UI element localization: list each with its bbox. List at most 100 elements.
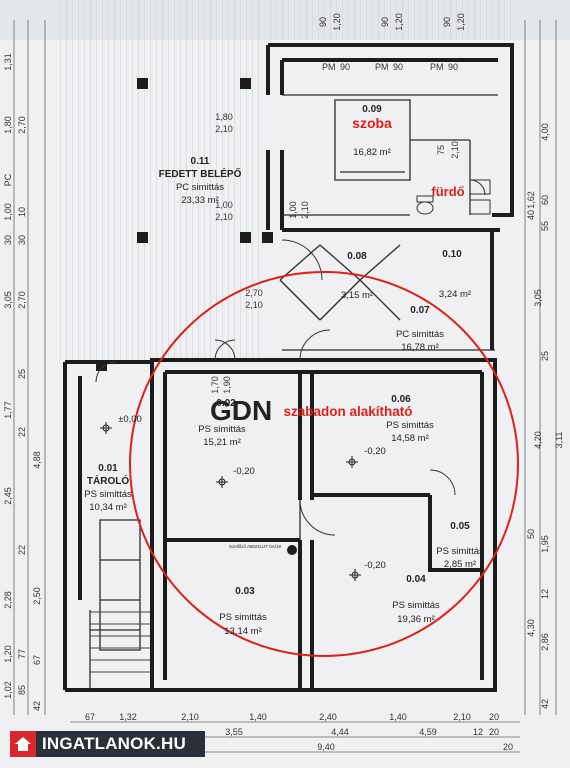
walls	[63, 43, 514, 692]
door-mark-5: 1,00	[215, 200, 233, 210]
room-0-09-area: 16,82 m²	[353, 147, 391, 158]
room-0-01-name: TÁROLÓ	[87, 474, 129, 487]
left-dim: 3,05	[3, 291, 13, 309]
highlight-circle	[129, 271, 519, 657]
window-pm-1: PM	[322, 62, 336, 72]
left-dim: 1,31	[3, 53, 13, 71]
room-0-03-id: 0.03	[235, 586, 255, 597]
right-dim: 55	[540, 221, 550, 231]
left-dimension-lines	[13, 20, 46, 715]
top-dim-1: 90	[318, 17, 328, 27]
left-dim: 25	[17, 369, 27, 379]
room-0-10-area: 3,24 m²	[439, 289, 471, 300]
room-0-05-surface: PS simittás	[436, 546, 484, 557]
right-dim: 4,30	[526, 619, 536, 637]
window-pm-3: PM	[430, 62, 444, 72]
pillars	[96, 78, 273, 371]
room-0-07-surface: PC simittás	[396, 329, 444, 340]
right-dim: 4,20	[533, 431, 543, 449]
bottom-dim: 9,40	[317, 742, 335, 752]
room-0-08-area: 3,15 m²	[341, 290, 373, 301]
room-0-03-area: 13,14 m²	[224, 626, 262, 637]
window-pm-2: PM	[375, 62, 389, 72]
room-0-01-id: 0.01	[98, 463, 118, 474]
room-0-01-level: ±0,00	[118, 414, 142, 425]
bottom-dim: 12	[473, 727, 483, 737]
logo-text: INGATLANOK.HU	[42, 734, 186, 753]
left-dim: 22	[17, 427, 27, 437]
door-mark-12: 2,10	[300, 201, 310, 219]
label-szoba: szoba	[352, 115, 392, 131]
house-icon	[10, 731, 36, 757]
right-dim: 40	[526, 210, 536, 220]
room-0-09-id: 0.09	[362, 104, 382, 115]
top-dim-4: 1,20	[394, 13, 404, 31]
room-0-06-id: 0.06	[391, 394, 411, 405]
right-dim: 3,05	[533, 289, 543, 307]
left-dim: 1,00	[3, 203, 13, 221]
door-mark-6: 2,10	[215, 212, 233, 222]
room-0-11-surface: PC simittás	[176, 182, 224, 193]
label-szabadon: szabadon alakítható	[283, 404, 412, 419]
door-mark-2: 2,10	[215, 124, 233, 134]
room-0-07-area: 16,78 m²	[401, 342, 439, 353]
room-0-05-area: 2,85 m²	[444, 559, 476, 570]
left-dim: 42	[32, 701, 42, 711]
left-dimension-labels: 1,31 1,80 1,00 10 30 3,05 2,70 25 1,77 2…	[3, 53, 42, 711]
right-dim: 50	[526, 529, 536, 539]
watermark: GDN	[210, 395, 272, 426]
room-0-02-id: 0.02	[216, 398, 236, 409]
top-dim-5: 90	[442, 17, 452, 27]
right-dimension-lines	[524, 20, 557, 715]
room-0-11-area: 23,33 m²	[181, 195, 219, 206]
yard-hatch-left	[60, 0, 260, 360]
room-0-04-area: 19,36 m²	[397, 614, 435, 625]
room-0-06-area: 14,58 m²	[391, 433, 429, 444]
door-mark-10: 2,10	[450, 141, 460, 159]
top-dim-6: 1,20	[456, 13, 466, 31]
bottom-dim: 2,10	[181, 712, 199, 722]
window-90-3: 90	[448, 62, 458, 72]
left-dim: 1,77	[3, 401, 13, 419]
site-logo[interactable]: INGATLANOK.HU	[10, 731, 205, 757]
left-dim: PC	[3, 173, 13, 186]
door-mark-8: 1,90	[222, 376, 232, 394]
top-dim-3: 90	[380, 17, 390, 27]
bottom-dim: 20	[503, 742, 513, 752]
bottom-dim: 20	[489, 727, 499, 737]
room-0-04-level: -0,20	[364, 560, 386, 571]
right-dim: 12	[540, 589, 550, 599]
room-0-03-surface: PS simittás	[219, 612, 267, 623]
vent-label: Szellőző ABSOLUT 5A/18	[229, 544, 281, 549]
right-dim: 25	[540, 351, 550, 361]
bottom-dim: 67	[85, 712, 95, 722]
room-0-02-level: -0,20	[233, 466, 255, 477]
room-0-02-surface: PS simittás	[198, 424, 246, 435]
right-dim: 2,86	[540, 633, 550, 651]
window-90-1: 90	[340, 62, 350, 72]
left-dim: 22	[17, 545, 27, 555]
right-dim: 3,11	[554, 432, 564, 449]
inner-lines	[89, 94, 498, 690]
bottom-dim: 4,59	[419, 727, 437, 737]
room-0-04-surface: PS simittás	[392, 600, 440, 611]
room-0-05-id: 0.05	[450, 521, 470, 532]
door-mark-11: 1,00	[288, 201, 298, 219]
room-0-08-id: 0.08	[347, 251, 367, 262]
left-dim: 85	[17, 685, 27, 695]
right-dim: 60	[540, 195, 550, 205]
bottom-dim: 20	[489, 712, 499, 722]
door-mark-1: 1,80	[215, 112, 233, 122]
room-0-11-name: FEDETT BELÉPŐ	[159, 167, 242, 180]
room-0-04-id: 0.04	[406, 574, 426, 585]
door-mark-4: 2,10	[245, 300, 263, 310]
left-dim: 77	[17, 649, 27, 659]
bottom-dim: 3,55	[225, 727, 243, 737]
stairs	[90, 611, 150, 673]
window-90-2: 90	[393, 62, 403, 72]
room-0-02-area: 15,21 m²	[203, 437, 241, 448]
sanitary	[416, 179, 491, 215]
bottom-dim: 1,40	[249, 712, 267, 722]
room-0-06-surface: PS simittás	[386, 420, 434, 431]
